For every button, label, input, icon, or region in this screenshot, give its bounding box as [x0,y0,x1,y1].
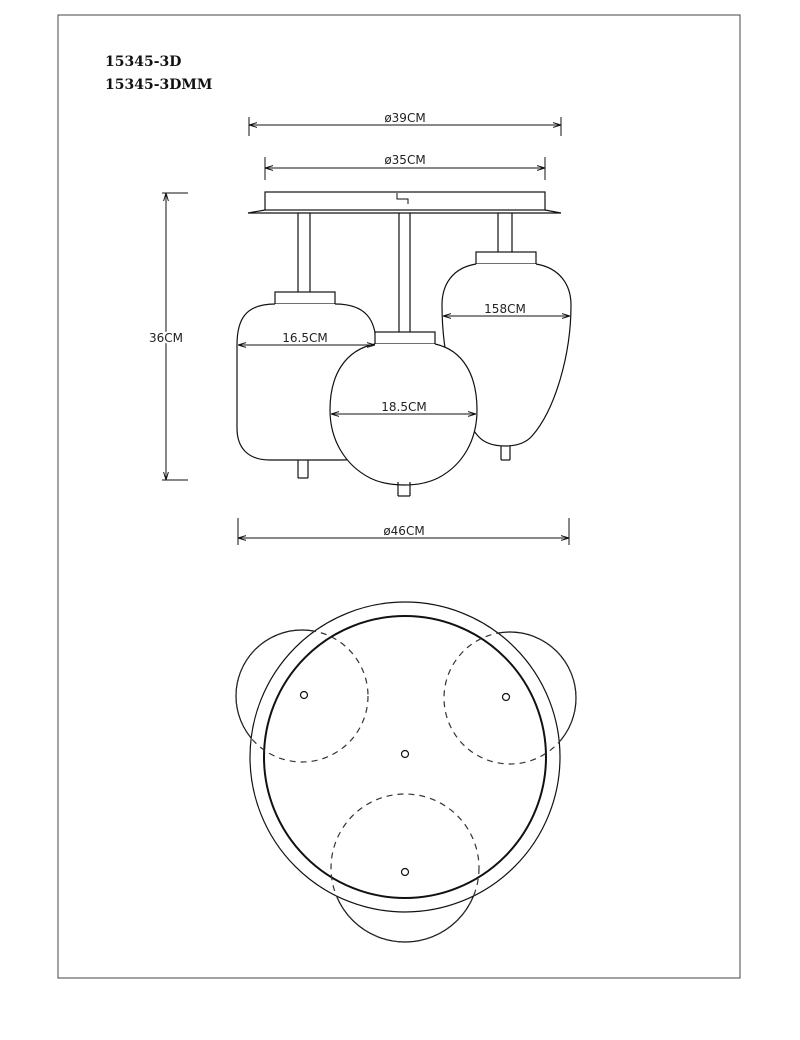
dim-overall: ø46CM [237,518,570,545]
dim-canopy-outer: ø39CM [248,111,562,136]
dim-canopy-inner: ø35CM [264,153,546,180]
dim-height: 36CM [147,192,188,481]
model-code-1: 15345-3D [105,54,181,70]
sheet-frame [57,14,741,979]
dim-label-canopy-inner: ø35CM [384,153,425,167]
shade-hidden-bottom [330,793,480,943]
canopy-inner-ring [263,615,547,899]
pendant-center [329,213,478,497]
dim-right-shade: 158CM [443,302,570,316]
dim-center-shade: 18.5CM [331,400,476,414]
dim-label-overall: ø46CM [383,524,424,538]
mount-point-center [400,749,410,759]
dim-label-left-shade: 16.5CM [282,331,327,345]
model-code-2: 15345-3DMM [105,77,212,93]
dim-label-right-shade: 158CM [484,302,526,316]
mount-point-right [501,692,511,702]
dim-label-height: 36CM [149,331,183,345]
dim-left-shade: 16.5CM [238,331,375,345]
mount-point-bottom [400,867,410,877]
mount-point-left [299,690,309,700]
shade-hidden-right [443,631,577,765]
dim-label-canopy-outer: ø39CM [384,111,425,125]
shade-hidden-left [235,629,369,763]
top-view [235,601,577,943]
canopy [247,191,562,214]
dim-label-center-shade: 18.5CM [381,400,426,414]
